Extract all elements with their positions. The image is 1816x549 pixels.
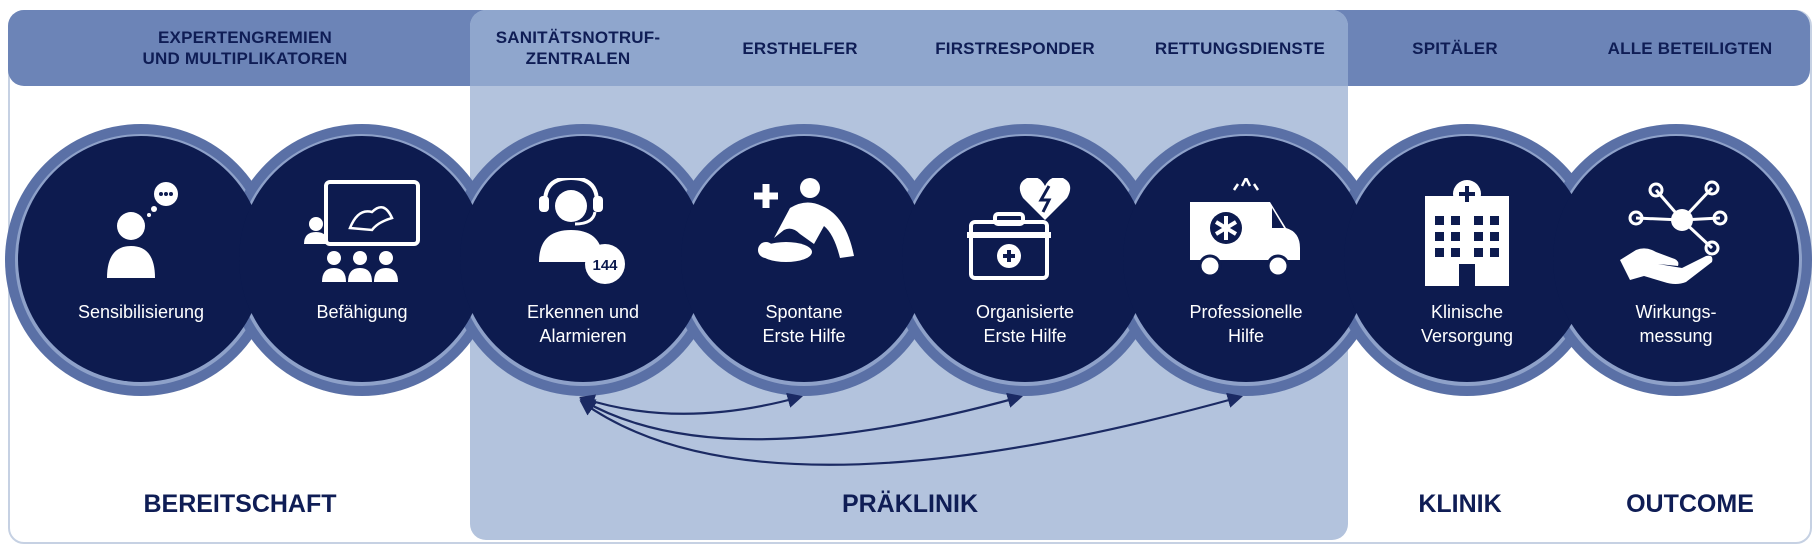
medkit-defibrillator-icon <box>967 178 1071 280</box>
step-label-erkennen-alarmieren: Erkennen und Alarmieren <box>526 302 640 346</box>
step-circle-wirkungsmessung <box>1553 136 1799 382</box>
arrow-to-organisierte-hilfe <box>579 392 1023 441</box>
section-outcome: OUTCOME <box>1626 490 1754 518</box>
header-ersthelfer: ERSTHELFER <box>742 38 858 58</box>
header-spitaeler: SPITÄLER <box>1412 38 1498 58</box>
step-label-organisierte-erste-hilfe: Organisierte Erste Hilfe <box>975 302 1075 346</box>
section-bereitschaft: BEREITSCHAFT <box>143 490 337 518</box>
praeklinik-header-band <box>470 10 1348 86</box>
emergency-number-badge: 144 <box>592 257 618 274</box>
section-praeklinik: PRÄKLINIK <box>841 490 979 518</box>
network-hand-icon <box>1620 180 1728 284</box>
arrow-to-spontane-hilfe <box>579 392 803 415</box>
step-label-klinische-versorgung: Klinische Versorgung <box>1420 302 1514 346</box>
ambulance-icon <box>1190 178 1300 278</box>
person-speech-icon <box>107 182 178 278</box>
step-label-professionelle-hilfe: Professionelle Hilfe <box>1189 302 1303 346</box>
step-label-spontane-erste-hilfe: Spontane Erste Hilfe <box>762 302 846 346</box>
header-sanitaetsnotrufzentralen: SANITÄTSNOTRUF- ZENTRALEN <box>495 28 661 68</box>
step-label-wirkungsmessung: Wirkungs- messung <box>1635 302 1717 346</box>
step-label-befaehigung: Befähigung <box>316 302 408 322</box>
training-presentation-icon <box>304 180 420 282</box>
headset-operator-icon: 144 <box>539 178 625 284</box>
hospital-icon <box>1425 180 1509 286</box>
step-label-sensibilisierung: Sensibilisierung <box>77 302 205 322</box>
arrow-to-professionelle-hilfe <box>579 392 1243 466</box>
header-firstresponder: FIRSTRESPONDER <box>935 38 1095 58</box>
section-klinik: KLINIK <box>1418 490 1502 518</box>
header-alle-beteiligten: ALLE BETEILIGTEN <box>1607 38 1773 58</box>
header-rettungsdienste: RETTUNGSDIENSTE <box>1154 38 1326 58</box>
header-expertengremien: EXPERTENGREMIEN UND MULTIPLIKATOREN <box>142 28 348 68</box>
cpr-first-aid-icon <box>754 178 854 262</box>
step-circle-organisierte-hilfe <box>902 136 1148 382</box>
